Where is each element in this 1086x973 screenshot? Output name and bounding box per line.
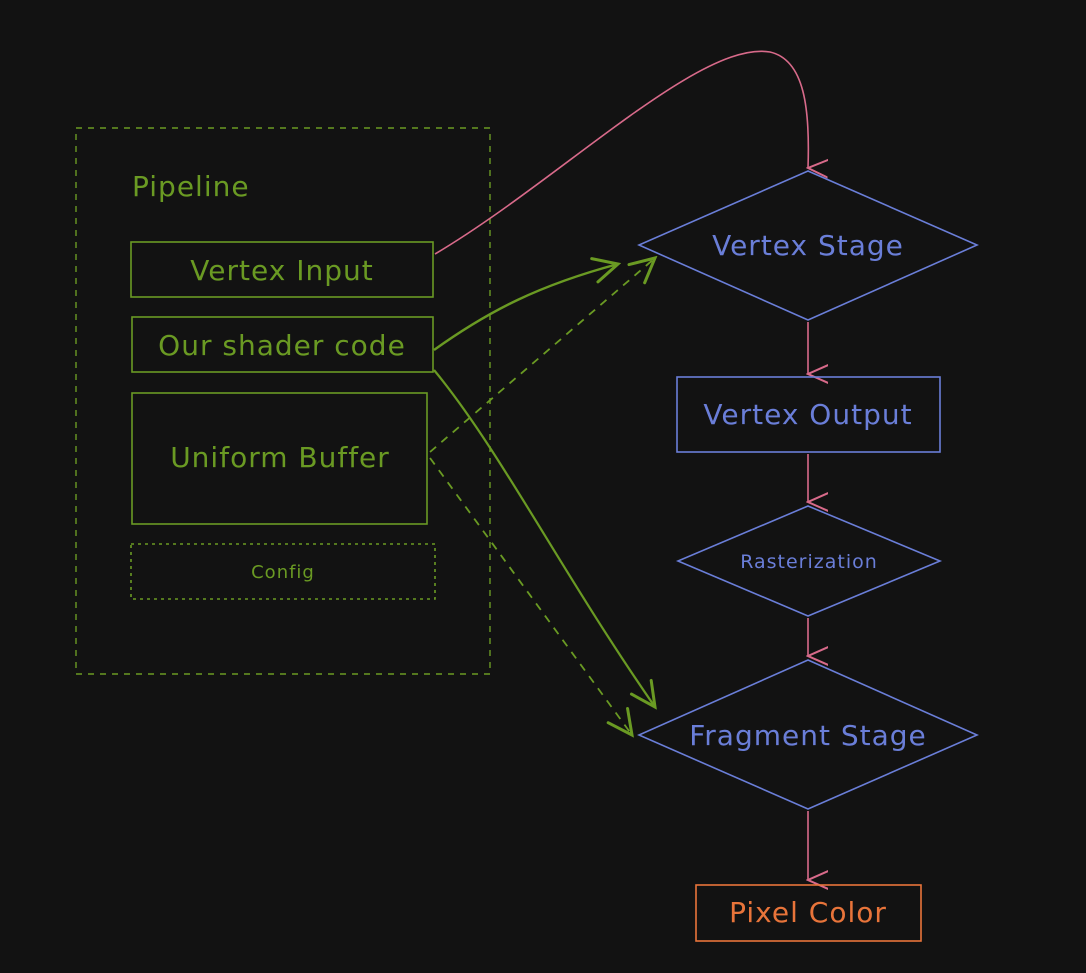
arrow-uniform-to-vertex-stage — [429, 258, 655, 453]
uniform-buffer-label: Uniform Buffer — [170, 441, 390, 474]
vertex-stage-label: Vertex Stage — [712, 229, 904, 262]
config-label: Config — [251, 562, 315, 583]
vertex-output-node[interactable]: Vertex Output — [676, 376, 941, 453]
config-box[interactable]: Config — [130, 543, 436, 600]
pixel-color-label: Pixel Color — [729, 896, 887, 929]
pipeline-container — [75, 127, 491, 675]
pipeline-title: Pipeline — [132, 170, 250, 203]
vertex-output-label: Vertex Output — [703, 398, 912, 431]
fragment-stage-label: Fragment Stage — [689, 719, 927, 752]
vertex-stage-node[interactable]: Vertex Stage — [637, 170, 979, 321]
arrow-vertex-input-to-vertex-stage — [434, 50, 808, 255]
arrow-shader-to-vertex-stage — [433, 264, 618, 351]
pixel-color-node[interactable]: Pixel Color — [695, 884, 922, 942]
shader-code-label: Our shader code — [158, 329, 406, 362]
rasterization-label: Rasterization — [740, 551, 878, 573]
arrow-shader-to-fragment-stage — [433, 369, 655, 707]
shader-code-box[interactable]: Our shader code — [131, 316, 434, 373]
fragment-stage-node[interactable]: Fragment Stage — [637, 659, 979, 810]
uniform-buffer-box[interactable]: Uniform Buffer — [131, 392, 428, 525]
vertex-input-label: Vertex Input — [190, 254, 373, 287]
vertex-input-box[interactable]: Vertex Input — [130, 241, 434, 298]
arrow-uniform-to-fragment-stage — [429, 457, 632, 735]
rasterization-node[interactable]: Rasterization — [675, 505, 943, 617]
